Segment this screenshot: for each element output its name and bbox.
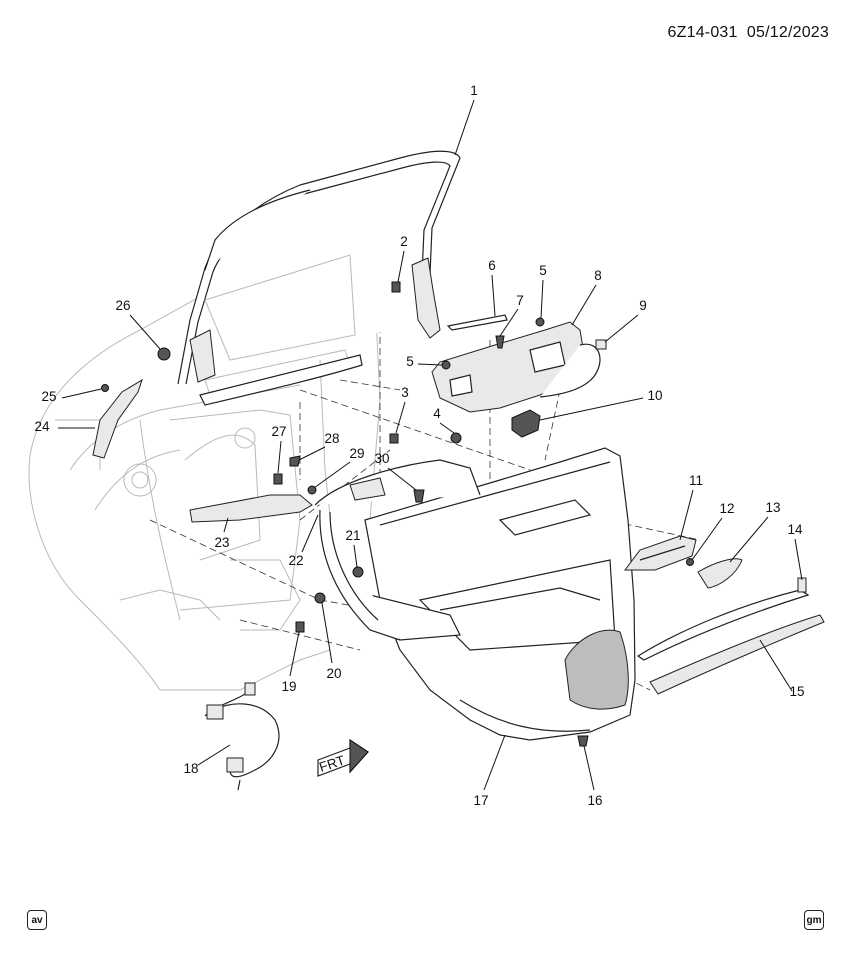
part-16-screw bbox=[577, 735, 589, 747]
callout-21: 21 bbox=[345, 528, 360, 543]
fasteners-lower-left bbox=[295, 566, 364, 633]
door-window-glass-opening bbox=[199, 254, 363, 406]
fasteners-upper bbox=[389, 317, 545, 444]
callout-9: 9 bbox=[639, 298, 647, 313]
callout-14: 14 bbox=[787, 522, 803, 537]
callout-27: 27 bbox=[271, 424, 286, 439]
callout-leaders bbox=[58, 99, 803, 791]
diagram-id-header: 6Z14-031 05/12/2023 bbox=[668, 24, 829, 42]
callout-3: 3 bbox=[401, 385, 409, 400]
gm-logo-icon: gm bbox=[804, 910, 824, 930]
part-23-armrest-reinforcement bbox=[189, 494, 313, 523]
callout-15: 15 bbox=[789, 684, 804, 699]
callout-6: 6 bbox=[488, 258, 496, 273]
callout-10: 10 bbox=[647, 388, 662, 403]
callout-5: 5 bbox=[539, 263, 547, 278]
callout-24: 24 bbox=[34, 419, 50, 434]
part-14-15-upper-trim bbox=[636, 577, 825, 695]
callout-25: 25 bbox=[41, 389, 56, 404]
fasteners-27-28-29-30 bbox=[273, 455, 425, 503]
callout-18: 18 bbox=[183, 761, 198, 776]
part-2-frame-bracket bbox=[391, 257, 441, 339]
callout-26: 26 bbox=[115, 298, 130, 313]
callout-5: 5 bbox=[406, 354, 414, 369]
av-badge-label: av bbox=[31, 915, 43, 926]
part-17-door-trim-panel bbox=[348, 447, 636, 741]
av-badge-icon: av bbox=[27, 910, 47, 930]
vehicle-body-outline bbox=[28, 230, 381, 691]
part-24-pillar-trim bbox=[92, 347, 171, 459]
callout-23: 23 bbox=[214, 535, 229, 550]
callout-22: 22 bbox=[288, 553, 303, 568]
diagram-code: 6Z14-031 bbox=[667, 24, 738, 41]
callout-8: 8 bbox=[594, 268, 602, 283]
part-6-seal-strip bbox=[446, 314, 508, 331]
diagram-date: 05/12/2023 bbox=[746, 24, 829, 41]
callout-12: 12 bbox=[719, 501, 734, 516]
callout-2: 2 bbox=[400, 234, 408, 249]
part-1-door-frame-weatherstrip bbox=[177, 150, 461, 385]
callout-13: 13 bbox=[765, 500, 780, 515]
callout-11: 11 bbox=[689, 473, 703, 488]
callout-28: 28 bbox=[324, 431, 339, 446]
callout-1: 1 bbox=[470, 83, 478, 98]
part-8-switch-bracket bbox=[431, 321, 586, 413]
part-18-wiring-harness bbox=[204, 682, 280, 791]
callout-4: 4 bbox=[433, 406, 441, 421]
callout-17: 17 bbox=[473, 793, 488, 808]
callout-7: 7 bbox=[516, 293, 524, 308]
front-direction-arrow: FRT bbox=[317, 738, 369, 777]
gm-logo-label: gm bbox=[806, 915, 822, 926]
part-9-switch-wiring bbox=[539, 339, 607, 398]
callout-20: 20 bbox=[326, 666, 341, 681]
callout-29: 29 bbox=[349, 446, 364, 461]
callout-30: 30 bbox=[374, 451, 389, 466]
part-12-13-bezel bbox=[686, 558, 743, 589]
part-10-lock-switch bbox=[511, 409, 541, 438]
callout-19: 19 bbox=[281, 679, 296, 694]
front-direction-label: FRT bbox=[317, 753, 346, 775]
part-11-inside-handle bbox=[624, 535, 697, 571]
callout-16: 16 bbox=[587, 793, 602, 808]
